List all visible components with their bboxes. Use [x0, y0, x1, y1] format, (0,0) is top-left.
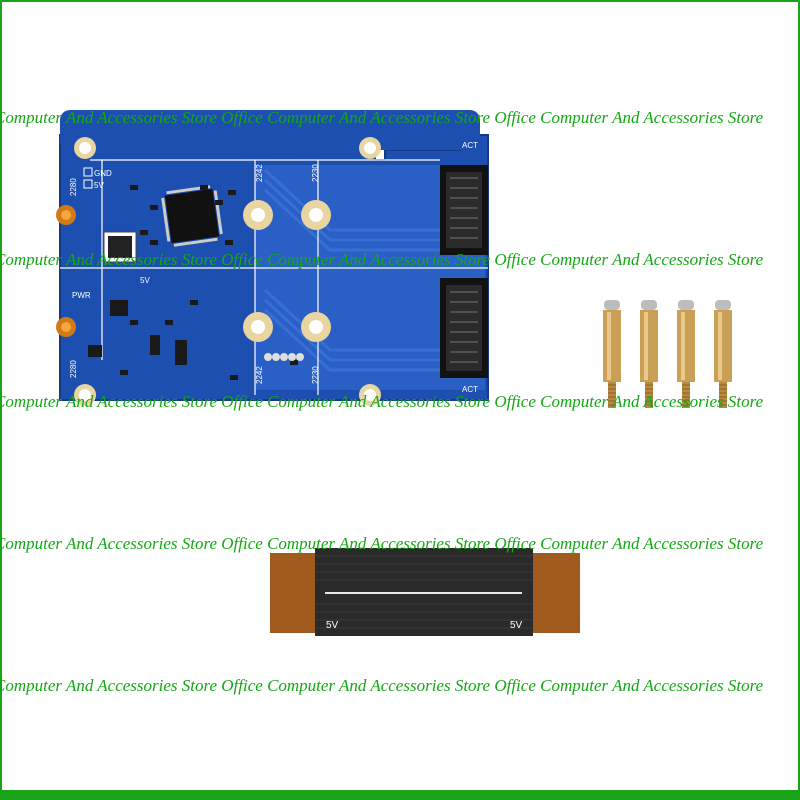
frame-bottom-bar — [0, 790, 800, 800]
label-gnd: GND — [94, 169, 112, 178]
label-2242-bottom: 2242 — [255, 366, 264, 384]
label-act-top: ACT — [462, 141, 478, 150]
ribbon-cable: 5V 5V — [270, 548, 580, 636]
watermark-row-1: Computer And Accessories Store Office Co… — [0, 108, 764, 127]
frame-top — [0, 0, 800, 2]
m2-slot-top — [440, 165, 488, 255]
watermark-row-2: Computer And Accessories Store Office Co… — [0, 250, 764, 269]
screw-bottom — [56, 317, 76, 337]
frame-left — [0, 0, 2, 800]
standoff — [677, 300, 695, 408]
label-2242-top: 2242 — [255, 164, 264, 182]
label-act-bottom: ACT — [462, 385, 478, 394]
standoff — [603, 300, 621, 408]
label-2230-top: 2230 — [311, 164, 320, 182]
standoff — [640, 300, 658, 408]
m2-slot-bottom — [440, 278, 488, 378]
label-2280-bottom: 2280 — [69, 360, 78, 378]
label-5v: 5V — [94, 181, 104, 190]
label-model: MPS2242-2 Rev1.1 — [255, 403, 308, 409]
watermark-row-5: Computer And Accessories Store Office Co… — [0, 676, 764, 695]
ribbon-label-left: 5V — [326, 620, 339, 631]
smd-components — [88, 185, 298, 380]
label-2280-top: 2280 — [69, 178, 78, 196]
brass-standoffs — [603, 300, 732, 408]
label-5v-small: 5V — [140, 276, 150, 285]
pcb-board: GND 5V PWR ACT ACT 5V 2280 2280 2242 224… — [56, 110, 489, 409]
mounting-holes — [74, 137, 381, 406]
screw-top — [56, 205, 76, 225]
watermark-row-4: Computer And Accessories Store Office Co… — [0, 534, 764, 553]
controller-chip — [161, 185, 223, 247]
label-pwr: PWR — [72, 291, 91, 300]
standoff — [714, 300, 732, 408]
label-2230-bottom: 2230 — [311, 366, 320, 384]
frame-right — [798, 0, 800, 800]
ribbon-label-right: 5V — [510, 620, 523, 631]
watermark-row-3: Computer And Accessories Store Office Co… — [0, 392, 764, 411]
